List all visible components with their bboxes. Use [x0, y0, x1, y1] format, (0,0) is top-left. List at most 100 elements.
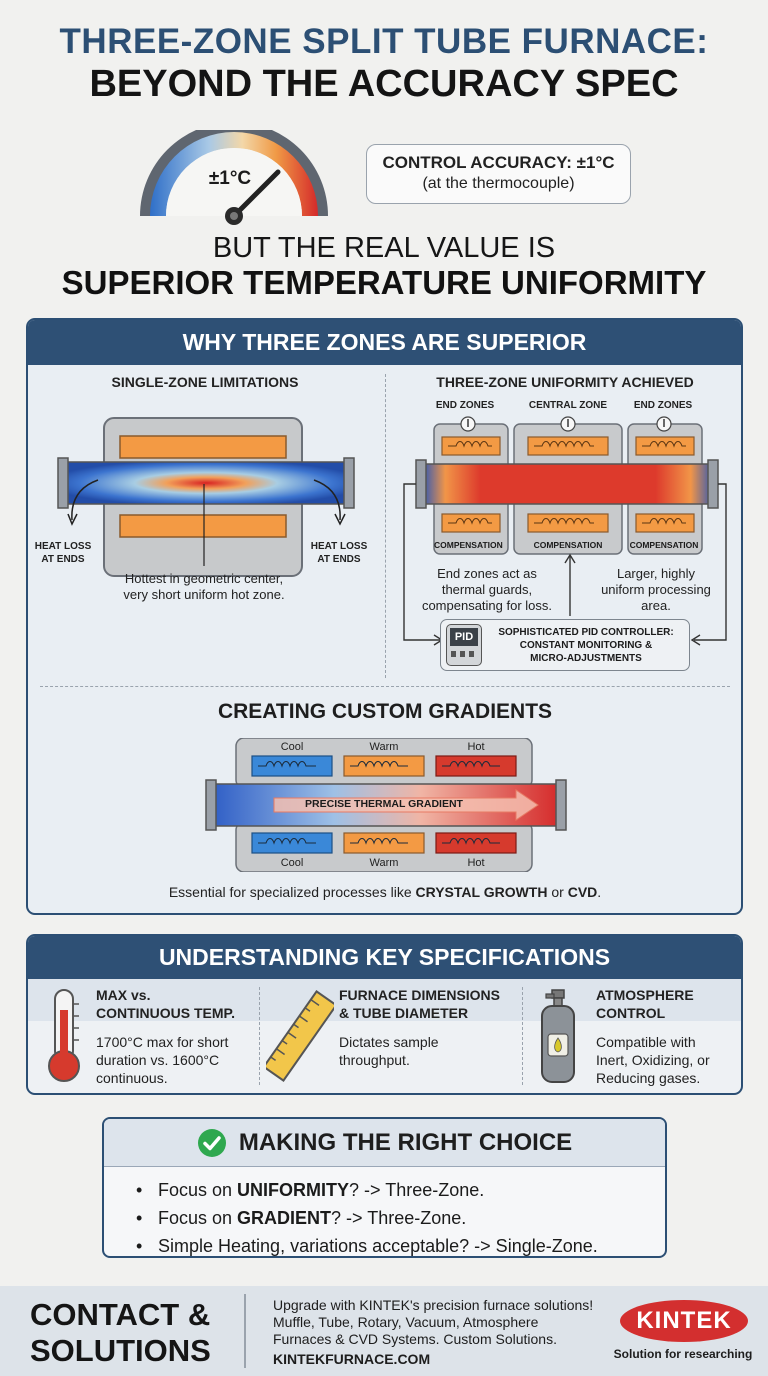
pid-buttons-icon	[451, 651, 477, 657]
specs-header-band	[28, 979, 741, 1021]
pid-text-line-2: CONSTANT MONITORING &	[519, 640, 653, 651]
three-zone-furnace-diagram	[403, 416, 727, 646]
choice-item-gradient: Focus on GRADIENT? -> Three-Zone.	[136, 1204, 665, 1232]
compensation-label-right: COMPENSATION	[629, 540, 699, 550]
gradients-caption-mid: or	[547, 884, 568, 900]
right-choice-header: MAKING THE RIGHT CHOICE	[104, 1119, 665, 1167]
spec-atmosphere-text-line-2: Inert, Oxidizing, or	[596, 1052, 710, 1068]
compensation-label-center: COMPENSATION	[533, 540, 603, 550]
gradient-zone-bottom-warm: Warm	[369, 857, 399, 869]
checkmark-icon	[197, 1128, 226, 1157]
accuracy-callout: CONTROL ACCURACY: ±1°C (at the thermocou…	[366, 144, 631, 204]
footer-text-line-2: Muffle, Tube, Rotary, Vacuum, Atmosphere	[273, 1314, 539, 1330]
choice-item-1-bold: UNIFORMITY	[237, 1180, 350, 1200]
heat-loss-right-line-1: HEAT LOSS	[310, 541, 368, 552]
end-zones-caption-line-2: thermal guards,	[441, 582, 533, 597]
callout-line-2: (at the thermocouple)	[422, 175, 575, 192]
kintek-logo: KINTEK	[620, 1300, 748, 1342]
gradients-caption-end: .	[597, 884, 602, 900]
gradients-caption-crystal: CRYSTAL GROWTH	[415, 884, 548, 900]
spec-atmosphere-title: ATMOSPHERE CONTROL	[596, 986, 736, 1022]
spec-temp-title-line-2: CONTINUOUS TEMP.	[96, 1005, 235, 1021]
pid-device-icon: PID	[446, 624, 482, 666]
end-zones-caption-line-1: End zones act as	[437, 566, 537, 581]
gradients-caption-pre: Essential for specialized processes like	[168, 884, 416, 900]
single-zone-caption-line-2: very short uniform hot zone.	[123, 587, 285, 602]
spec-dimensions-title-line-1: FURNACE DIMENSIONS	[339, 987, 501, 1003]
specs-divider-2	[522, 987, 523, 1085]
ruler-icon	[266, 990, 334, 1082]
end-zones-caption: End zones act as thermal guards, compens…	[412, 566, 562, 614]
choice-item-2-bold: GRADIENT	[237, 1208, 332, 1228]
three-zone-title: THREE-ZONE UNIFORMITY ACHIEVED	[436, 374, 694, 390]
gradients-caption: Essential for specialized processes like…	[40, 884, 730, 900]
choice-item-2-post: ? -> Three-Zone.	[331, 1208, 467, 1228]
spec-temp-title-line-1: MAX vs.	[96, 987, 151, 1003]
spec-atmosphere-text-line-3: Reducing gases.	[596, 1070, 701, 1086]
single-zone-furnace-diagram	[57, 417, 355, 577]
thermometer-icon	[48, 989, 80, 1082]
spec-dimensions-text-line-2: throughput.	[339, 1052, 410, 1068]
single-zone-caption: Hottest in geometric center, very short …	[104, 571, 304, 603]
spec-dimensions-text-line-1: Dictates sample	[339, 1034, 439, 1050]
compensation-label-left: COMPENSATION	[434, 540, 503, 550]
heat-loss-right-line-2: AT ENDS	[317, 554, 361, 565]
footer-contact-line-1: CONTACT &	[30, 1297, 211, 1332]
spec-atmosphere-text-line-1: Compatible with	[596, 1034, 696, 1050]
spec-atmosphere-title-line-1: ATMOSPHERE	[596, 987, 694, 1003]
end-zones-caption-line-3: compensating for loss.	[421, 598, 553, 613]
spec-dimensions-text: Dictates sample throughput.	[339, 1033, 509, 1069]
key-specifications-panel: UNDERSTANDING KEY SPECIFICATIONS	[26, 934, 743, 1095]
heat-loss-left-line-1: HEAT LOSS	[34, 541, 92, 552]
gauge-icon	[140, 130, 328, 225]
gradient-zone-top-warm: Warm	[369, 741, 399, 753]
uniform-area-caption-line-3: area.	[641, 598, 671, 613]
central-zone-label: CENTRAL ZONE	[528, 400, 608, 411]
subtitle-line-2: SUPERIOR TEMPERATURE UNIFORMITY	[61, 264, 707, 301]
right-choice-title: MAKING THE RIGHT CHOICE	[238, 1128, 573, 1156]
end-zones-right-label: END ZONES	[633, 400, 693, 411]
end-zones-left-label: END ZONES	[435, 400, 495, 411]
gradient-zone-bottom-hot: Hot	[467, 857, 485, 869]
uniform-area-caption-line-1: Larger, highly	[616, 566, 696, 581]
spec-temp-text-line-1: 1700°C max for short	[96, 1034, 229, 1050]
spec-temp-text-line-3: continuous.	[96, 1070, 168, 1086]
specs-panel-title: UNDERSTANDING KEY SPECIFICATIONS	[28, 936, 741, 979]
pid-text-line-1: SOPHISTICATED PID CONTROLLER:	[498, 627, 674, 638]
footer-text-line-3: Furnaces & CVD Systems. Custom Solutions…	[273, 1331, 557, 1347]
logo-tagline: Solution for researching	[613, 1347, 753, 1361]
gradients-caption-cvd: CVD	[567, 884, 598, 900]
footer-website-link[interactable]: KINTEKFURNACE.COM	[273, 1351, 431, 1367]
heat-loss-left-line-2: AT ENDS	[41, 554, 85, 565]
spec-temp-text-line-2: duration vs. 1600°C	[96, 1052, 220, 1068]
pid-badge: PID	[450, 628, 478, 646]
gradient-furnace-diagram	[205, 738, 567, 872]
gradient-zone-top-cool: Cool	[280, 741, 304, 753]
spec-temp-text: 1700°C max for short duration vs. 1600°C…	[96, 1033, 256, 1087]
footer-text-line-1: Upgrade with KINTEK's precision furnace …	[273, 1297, 594, 1313]
gradients-title: CREATING CUSTOM GRADIENTS	[217, 700, 553, 723]
spec-dimensions-title: FURNACE DIMENSIONS & TUBE DIAMETER	[339, 986, 519, 1022]
spec-dimensions-title-line-2: & TUBE DIAMETER	[339, 1005, 469, 1021]
choice-item-2-pre: Focus on	[158, 1208, 238, 1228]
choice-item-uniformity: Focus on UNIFORMITY? -> Three-Zone.	[136, 1176, 665, 1204]
uniform-area-caption-line-2: uniform processing	[601, 582, 711, 597]
panel-divider-horizontal	[40, 686, 730, 687]
gradient-zone-bottom-cool: Cool	[280, 857, 304, 869]
choice-list: Focus on UNIFORMITY? -> Three-Zone. Focu…	[104, 1167, 665, 1256]
spec-temp-title: MAX vs. CONTINUOUS TEMP.	[96, 986, 256, 1022]
title-line-2: BEYOND THE ACCURACY SPEC	[89, 63, 679, 105]
heat-loss-left-label: HEAT LOSS AT ENDS	[28, 540, 98, 566]
choice-item-1-pre: Focus on	[158, 1180, 238, 1200]
gradient-zone-top-hot: Hot	[467, 741, 485, 753]
callout-line-1: CONTROL ACCURACY: ±1°C	[382, 153, 615, 172]
panel-divider-vertical	[385, 374, 386, 678]
pid-controller-text: SOPHISTICATED PID CONTROLLER: CONSTANT M…	[486, 626, 686, 665]
gauge-label: ±1°C	[208, 168, 252, 189]
single-zone-title: SINGLE-ZONE LIMITATIONS	[111, 374, 299, 390]
choice-item-1-post: ? -> Three-Zone.	[349, 1180, 485, 1200]
gas-cylinder-icon	[541, 989, 575, 1083]
footer-divider	[244, 1294, 246, 1368]
footer-description: Upgrade with KINTEK's precision furnace …	[273, 1297, 623, 1348]
choice-item-simple: Simple Heating, variations acceptable? -…	[136, 1232, 665, 1256]
